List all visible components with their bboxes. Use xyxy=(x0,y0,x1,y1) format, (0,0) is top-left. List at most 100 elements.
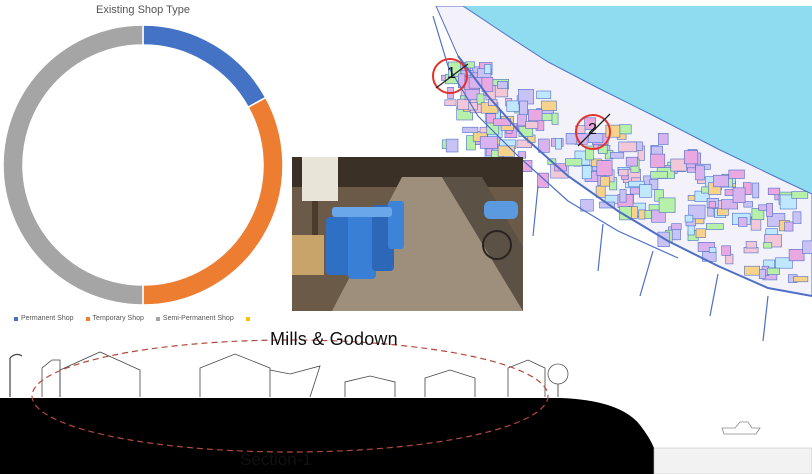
map-block xyxy=(486,122,500,135)
map-block xyxy=(791,191,809,199)
map-block xyxy=(528,109,543,122)
map-block xyxy=(585,145,594,161)
map-block xyxy=(707,207,715,217)
map-block xyxy=(705,223,724,230)
map-block xyxy=(506,100,520,112)
map-block xyxy=(468,102,478,111)
chart-title: Existing Shop Type xyxy=(96,4,190,16)
section-trees xyxy=(547,363,569,397)
map-block xyxy=(763,242,773,249)
side-roads xyxy=(532,185,769,342)
map-block xyxy=(479,136,498,149)
map-block xyxy=(639,184,653,198)
map-block xyxy=(565,133,578,145)
donut-slice-2 xyxy=(2,24,144,306)
marker-1-circle xyxy=(432,58,468,94)
legend-item-3 xyxy=(245,316,253,321)
map-block xyxy=(479,126,488,134)
section-buildings xyxy=(41,351,546,398)
map-block xyxy=(619,189,627,203)
legend-item-1: Temporary Shop xyxy=(85,315,144,322)
map-block xyxy=(538,138,550,153)
map-block xyxy=(588,133,604,143)
map-block xyxy=(599,201,615,209)
legend-item-2: Semi-Permanent Shop xyxy=(155,315,234,322)
map-block xyxy=(658,197,676,213)
map-block xyxy=(555,138,562,150)
river xyxy=(463,6,812,194)
mills-godown-highlight xyxy=(31,339,549,453)
map-block xyxy=(638,209,646,220)
ground-mass xyxy=(0,398,654,474)
legend-swatch-3 xyxy=(245,316,250,321)
map-marker-2: 2 xyxy=(575,113,611,150)
main-road xyxy=(457,55,812,297)
map-block xyxy=(481,77,494,92)
map-block xyxy=(462,126,479,133)
map-block xyxy=(701,186,710,194)
map-block xyxy=(476,93,485,105)
map-block xyxy=(580,199,594,212)
map-block xyxy=(792,211,802,224)
map-block xyxy=(713,174,729,188)
map-block xyxy=(767,187,781,196)
map-block xyxy=(618,169,629,177)
map-block xyxy=(650,171,668,179)
donut-slice-1 xyxy=(142,96,284,306)
map-block xyxy=(618,124,632,135)
photo-sacks xyxy=(326,201,404,279)
map-block xyxy=(695,228,706,238)
marker-2-section-line xyxy=(577,113,611,147)
map-block xyxy=(581,165,592,180)
marker-2-circle xyxy=(575,114,611,150)
photo-street xyxy=(332,177,523,311)
map-block xyxy=(752,182,760,199)
donut-slice-0 xyxy=(142,24,267,109)
section-title: Section-1 xyxy=(240,450,312,469)
chart-legend: Permanent Shop Temporary Shop Semi-Perma… xyxy=(14,315,253,322)
map-block xyxy=(793,276,809,283)
map-block xyxy=(610,152,625,159)
map-block xyxy=(537,172,549,188)
map-block xyxy=(732,187,746,204)
section-drawing xyxy=(0,339,812,474)
map-block xyxy=(802,240,812,254)
map-block xyxy=(708,201,716,209)
photo-cart xyxy=(482,201,518,260)
legend-swatch-0 xyxy=(14,316,18,321)
map-block xyxy=(625,156,638,167)
map-block xyxy=(683,150,699,165)
legend-item-0: Permanent Shop xyxy=(14,315,74,322)
map-block xyxy=(497,81,508,89)
map-block xyxy=(525,121,539,129)
map-block xyxy=(554,163,567,172)
map-block xyxy=(517,114,527,127)
map-block xyxy=(444,99,457,107)
map-block xyxy=(728,169,745,179)
legend-label-1: Temporary Shop xyxy=(92,315,144,322)
map-block xyxy=(628,180,645,188)
map-block xyxy=(536,90,552,99)
map-block xyxy=(684,214,694,223)
map-block xyxy=(788,249,805,262)
marker-1-section-line xyxy=(435,63,469,89)
legend-swatch-2 xyxy=(155,316,160,321)
map-block xyxy=(784,221,794,232)
map-block xyxy=(445,138,459,153)
map-block xyxy=(766,203,773,217)
map-block xyxy=(484,64,492,75)
map-block xyxy=(584,117,596,130)
donut-chart xyxy=(2,24,284,306)
map-block xyxy=(708,247,717,253)
map-block xyxy=(651,209,666,223)
map-block xyxy=(551,112,559,125)
map-block xyxy=(737,217,748,227)
site-map: 1 2 xyxy=(418,6,812,362)
map-block xyxy=(565,158,583,167)
legend-label-0: Permanent Shop xyxy=(21,315,74,322)
map-block xyxy=(519,100,528,115)
legend-label-2: Semi-Permanent Shop xyxy=(162,315,234,322)
map-block xyxy=(658,133,669,145)
water-section xyxy=(653,447,812,474)
map-block xyxy=(497,145,515,157)
